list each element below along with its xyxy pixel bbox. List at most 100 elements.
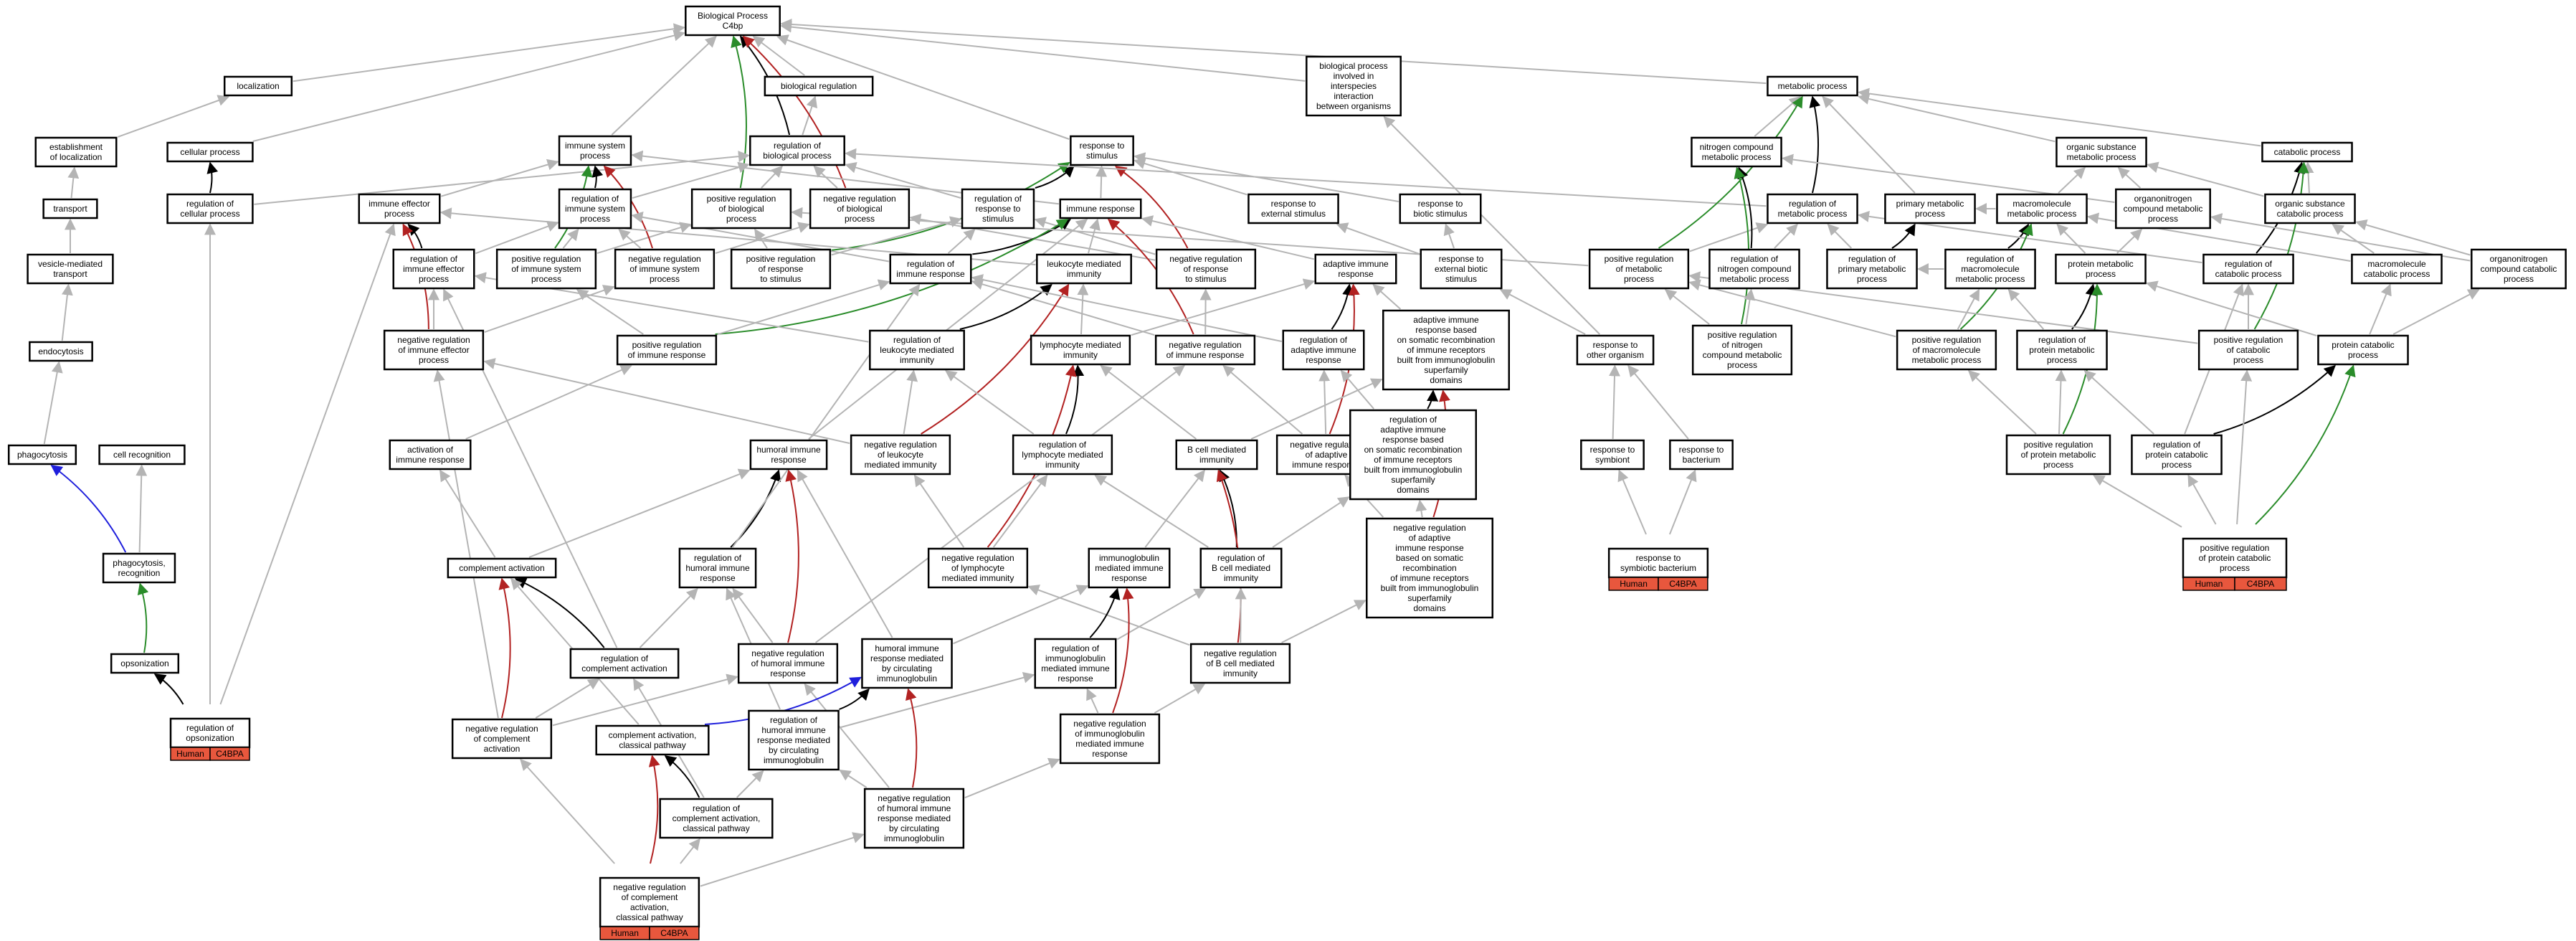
go-term-node-immune-response[interactable]: immune response [1059,198,1142,219]
node-box [569,648,680,679]
go-term-node-localization[interactable]: localization [223,75,293,97]
go-term-node-catabolic-process[interactable]: catabolic process [2261,141,2353,163]
go-term-node-cellular-process[interactable]: cellular process [166,141,254,163]
node-label-line: on somatic recombination [1397,335,1496,345]
go-term-node-opsonization[interactable]: opsonization [110,653,180,674]
go-term-node-complement-activation[interactable]: complement activation [447,557,557,579]
go-term-node-biological-regulation[interactable]: biological regulation [764,75,874,97]
go-term-node-metabolic-process[interactable]: metabolic process [1767,75,1858,97]
go-term-node-phagocytosis-recognition[interactable]: phagocytosis,recognition [102,552,176,584]
go-term-node-transport[interactable]: transport [42,198,98,219]
go-term-node-cell-recognition[interactable]: cell recognition [98,444,186,465]
go-term-node-endocytosis[interactable]: endocytosis [29,341,93,362]
go-term-node-phagocytosis[interactable]: phagocytosis [7,444,77,465]
go-term-node-complement-classical[interactable]: complement activation,classical pathway [595,724,710,756]
node-label-line: process [2220,563,2250,573]
edge-is-a [780,21,1306,82]
edge-is-a [61,283,73,341]
